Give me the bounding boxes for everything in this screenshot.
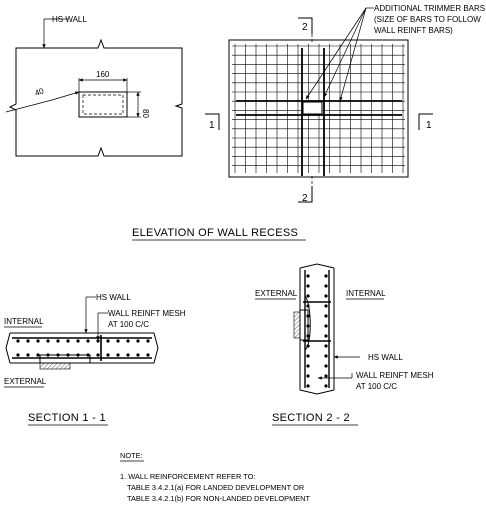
wall-faces [10,332,154,364]
rebar-dot [306,374,310,378]
rebar-dot [16,353,20,357]
rebar-dot [106,339,110,343]
rebar-dot [76,339,80,343]
rebar-dot [46,339,50,343]
section-mark-2-bottom: 2 [302,193,308,204]
rebar-dot [16,339,20,343]
section-mark-1-right: 1 [426,120,432,131]
elevation-left-panel: 160 80 40 HS WALL [5,15,183,157]
rebar-dot [56,353,60,357]
rebar-dot [116,339,120,343]
mesh-label-1-line-2: AT 100 C/C [108,320,149,329]
rebar-dot [126,353,130,357]
rebar-dot [324,294,328,298]
elevation-title: ELEVATION OF WALL RECESS [132,227,298,239]
section-mark-2-top: 2 [302,22,308,33]
hs-wall-label-1: HS WALL [96,293,131,302]
mesh-label-2-line-1: WALL REINFT MESH [356,371,434,380]
rebar-dot [116,353,120,357]
external-label-1: EXTERNAL [4,377,47,386]
rebar-dot [36,339,40,343]
recess-rect [78,91,128,118]
rebar-dot [306,344,310,348]
rebar-dot [306,304,310,308]
recess-hatch-2 [293,311,301,339]
rebar-dot [136,339,140,343]
section-2-2-panel: EXTERNAL INTERNAL HS WALL WALL REINFT ME… [255,263,434,395]
rebar-dot [306,334,310,338]
rebar-dot [324,334,328,338]
rebar-dot [26,339,30,343]
elevation-grid-panel: 2 2 1 1 ADDITIONAL TRIMMER BARS (SIZE OF… [205,4,485,204]
grid-border [228,39,409,178]
note-line-2: TABLE 3.4.2.1(a) FOR LANDED DEVELOPMENT … [127,483,304,492]
rebar-dot [324,384,328,388]
external-label-2: EXTERNAL [255,289,298,298]
dim-width: 160 [96,70,110,79]
dim-depth: 40 [34,86,46,98]
rebar-dot [306,384,310,388]
trimmer-note-line-1: ADDITIONAL TRIMMER BARS [374,4,485,13]
section-1-title: SECTION 1 - 1 [28,412,106,424]
rebar-dot [324,314,328,318]
section-1-1-panel: INTERNAL EXTERNAL HS WALL WALL REINFT ME… [4,293,186,388]
rebar-dot [324,274,328,278]
rebar-dot [86,353,90,357]
rebar-dot [324,304,328,308]
rebar-dot [324,344,328,348]
rebar-dot [126,339,130,343]
hs-wall-label: HS WALL [52,15,87,24]
hs-wall-label-2: HS WALL [368,353,403,362]
wall-outline [8,38,183,157]
rebar-dot [106,353,110,357]
rebar-dot [46,353,50,357]
rebar-dot [306,324,310,328]
note-line-1: 1. WALL REINFORCEMENT REFER TO: [120,472,255,481]
reinforcement-grid [232,44,405,173]
rebar-dot [324,374,328,378]
rebar-dot [306,314,310,318]
rebar-dot [324,354,328,358]
rebar-dots-section-1 [16,339,150,357]
trimmer-note-line-3: WALL REINFT BARS) [374,26,453,35]
trimmer-note-line-2: (SIZE OF BARS TO FOLLOW [374,15,481,24]
dim-height: 80 [141,109,150,118]
recess-hatch [39,362,71,370]
grid-recess [302,101,323,115]
rebar-dot [136,353,140,357]
rebar-dot [66,339,70,343]
recess-notch [39,354,91,363]
mesh-label-2-line-2: AT 100 C/C [356,382,397,391]
rebar-dot [324,364,328,368]
rebar-dot [76,353,80,357]
rebar-dot [66,353,70,357]
note-line-3: TABLE 3.4.2.1(b) FOR NON-LANDED DEVELOPM… [127,494,311,503]
rebar-dot [306,274,310,278]
rebar-dots-section-2 [306,274,328,388]
rebar-dot [146,339,150,343]
rebar-dot [306,284,310,288]
section-2-title: SECTION 2 - 2 [272,412,350,424]
rebar-dot [306,354,310,358]
rebar-dot [324,324,328,328]
internal-label-2: INTERNAL [346,289,386,298]
rebar-dot [56,339,60,343]
internal-label-1: INTERNAL [4,317,44,326]
rebar-dot [26,353,30,357]
rebar-dot [324,284,328,288]
rebar-dot [306,294,310,298]
section-mark-1-left: 1 [209,120,215,131]
rebar-dot [86,339,90,343]
recess-inner [82,94,124,115]
rebar-dot [146,353,150,357]
mesh-label-1-line-1: WALL REINFT MESH [108,309,186,318]
note-heading: NOTE: [120,451,143,460]
rebar-dot [36,353,40,357]
rebar-dot [96,353,100,357]
rebar-dot [306,364,310,368]
